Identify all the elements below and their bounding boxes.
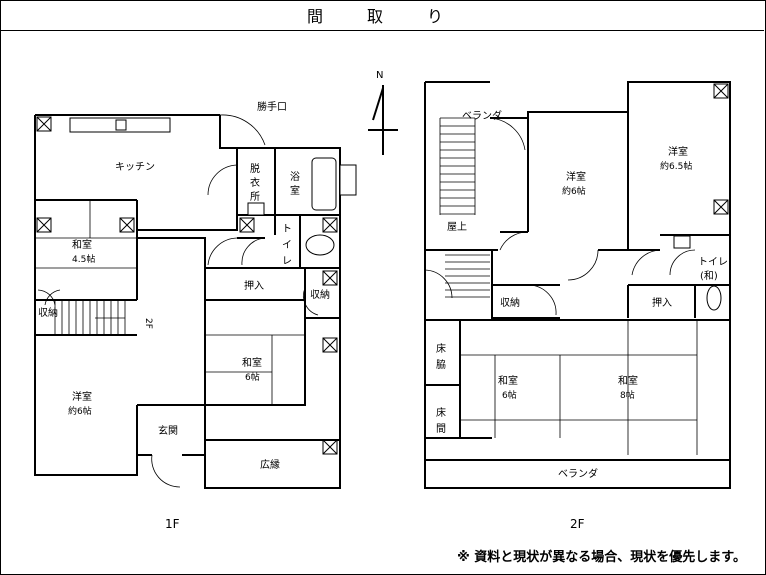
2f-rooftop: 屋上 — [447, 221, 467, 233]
2f-tokowaki-1: 床 — [436, 342, 446, 355]
1f-washitsu6-name: 和室 — [242, 356, 262, 369]
1f-yoshitsu-name: 洋室 — [72, 390, 92, 403]
1f-kitchen: キッチン — [115, 161, 155, 173]
2f-tokonoma-2: 間 — [436, 423, 446, 435]
2f-washitsu8-size: 8帖 — [620, 389, 635, 401]
1f-toilet-3: レ — [282, 256, 292, 267]
north-arrow-icon — [368, 85, 398, 155]
1f-back-door: 勝手口 — [257, 100, 287, 113]
1f-oshiire: 押入 — [244, 279, 264, 292]
2f-toilet-1: トイレ — [698, 257, 728, 268]
1f-entrance: 玄関 — [158, 424, 178, 437]
1f-washitsu-size: 4.5帖 — [72, 253, 95, 265]
2f-tokonoma-1: 床 — [436, 406, 446, 419]
1f-label: 1F — [165, 517, 180, 531]
1f-dressing-1: 脱 — [250, 162, 260, 175]
2f-washitsu6-name: 和室 — [498, 374, 518, 387]
1f-storage-left: 収納 — [38, 306, 58, 319]
1f-washitsu6-size: 6帖 — [245, 371, 260, 383]
1f-toilet-1: ト — [282, 224, 292, 235]
1f-stair-mark: 2F — [143, 318, 153, 329]
2f-veranda-top: ベランダ — [462, 109, 502, 122]
north-label: N — [376, 70, 383, 81]
2f-yoshitsu65-name: 洋室 — [668, 145, 688, 158]
2f-washitsu8-name: 和室 — [618, 374, 638, 387]
1f-yoshitsu-size: 約6帖 — [68, 405, 92, 417]
2f-label: 2F — [570, 517, 585, 531]
1f-bath-2: 室 — [290, 184, 300, 197]
1f-bath-1: 浴 — [290, 171, 300, 183]
1f-dressing-3: 所 — [250, 191, 260, 203]
2f-yoshitsu6-size: 約6帖 — [562, 185, 586, 197]
2f-tokowaki-2: 脇 — [436, 359, 446, 371]
page-title: 間 取 り — [0, 0, 764, 31]
2f-yoshitsu6-name: 洋室 — [566, 170, 586, 183]
2f-toilet-2: (和) — [700, 270, 718, 282]
2f-washitsu6-size: 6帖 — [502, 389, 517, 401]
disclaimer-note: ※ 資料と現状が異なる場合、現状を優先します。 — [457, 550, 746, 565]
2f-storage: 収納 — [500, 296, 520, 309]
2f-oshiire: 押入 — [652, 296, 672, 309]
1f-washitsu-name: 和室 — [72, 238, 92, 251]
1f-storage-right: 収納 — [310, 288, 330, 301]
2f-veranda-bottom: ベランダ — [558, 467, 598, 480]
1f-walls — [34, 114, 220, 476]
pillar-1f-tl — [36, 116, 52, 132]
2f-yoshitsu65-size: 約6.5帖 — [660, 160, 692, 172]
1f-dressing-2: 衣 — [250, 176, 260, 189]
1f-toilet-2: イ — [282, 240, 292, 251]
1f-hiroen: 広縁 — [260, 458, 280, 471]
